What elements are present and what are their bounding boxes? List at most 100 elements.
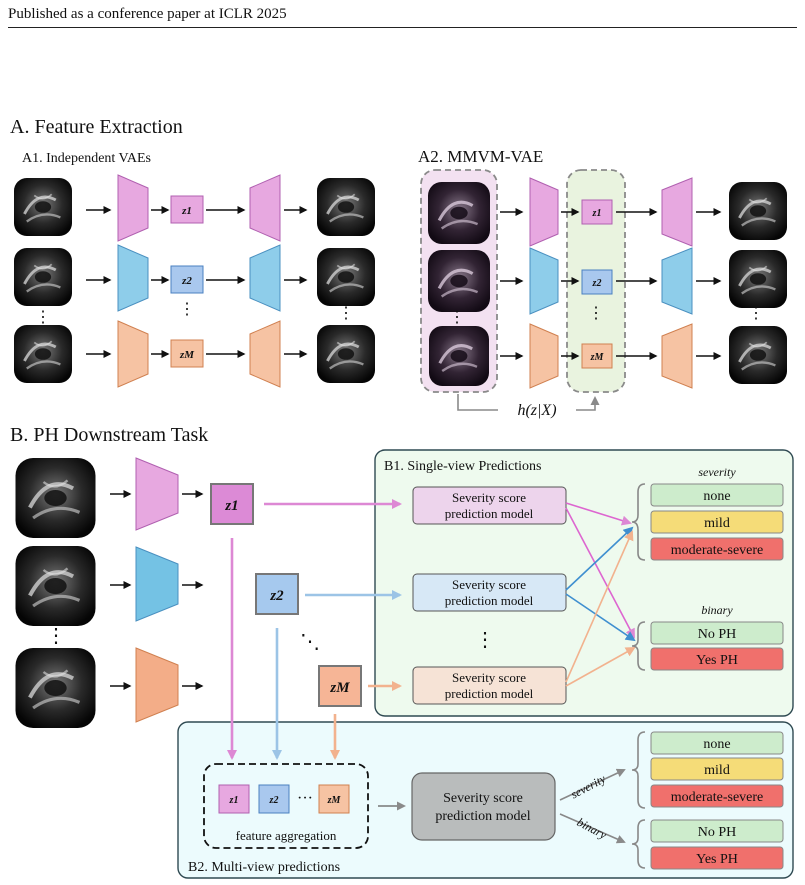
model-label-line2: prediction model xyxy=(435,809,530,824)
ellipsis: ··· xyxy=(297,790,313,807)
option-no-ph xyxy=(650,819,784,843)
model2-to-binary xyxy=(565,593,636,642)
model-label-line2: prediction model xyxy=(445,686,534,701)
option-yes-ph xyxy=(650,846,784,870)
encoder-trapezoid xyxy=(529,323,559,389)
model2-to-severity xyxy=(565,526,634,591)
latent-label: zM xyxy=(329,680,350,696)
model-label-line2: prediction model xyxy=(445,506,534,521)
option-moderate-severe-label: moderate-severe xyxy=(671,790,764,805)
ultrasound-image xyxy=(16,546,96,626)
model1-to-binary xyxy=(565,507,635,639)
a2-row-1: z1 xyxy=(426,177,789,247)
option-mild xyxy=(650,757,784,781)
model-label-line1: Severity score xyxy=(443,791,523,806)
option-none xyxy=(650,483,784,507)
aggregation-arrow xyxy=(576,396,600,411)
b1-model-m: Severity score prediction model xyxy=(412,666,567,705)
binary-heading: binary xyxy=(701,603,733,617)
ellipsis: ⋱ xyxy=(300,631,320,653)
severity-brace xyxy=(631,731,646,809)
decoder-trapezoid xyxy=(249,244,281,312)
model-box xyxy=(412,486,567,525)
latent-label: zM xyxy=(179,349,195,361)
decoder-trapezoid xyxy=(661,177,693,247)
option-moderate-severe xyxy=(650,784,784,808)
decoder-trapezoid xyxy=(661,323,693,389)
option-yes-ph xyxy=(650,647,784,671)
reconstructed-image xyxy=(315,178,377,236)
latent-box xyxy=(255,573,299,615)
latent-box xyxy=(170,195,204,224)
latent-label: z2 xyxy=(592,278,602,289)
reconstructed-image xyxy=(315,248,377,306)
page-header: Published as a conference paper at ICLR … xyxy=(0,0,805,30)
binary-brace xyxy=(631,621,646,671)
arrow-to-binary xyxy=(559,813,626,844)
reconstructed-image xyxy=(315,325,377,383)
ultrasound-image xyxy=(12,178,74,236)
arrow-to-severity xyxy=(559,768,626,801)
latent-label: z1 xyxy=(229,795,239,806)
a1-row-1: z1 xyxy=(12,174,377,242)
ellipsis: ⋮ xyxy=(338,305,354,322)
model-label-line1: Severity score xyxy=(452,490,526,505)
aggregation-label: h(z|X) xyxy=(517,402,556,419)
ultrasound-image xyxy=(426,182,492,244)
latent-label: z1 xyxy=(224,498,238,514)
encoder-trapezoid xyxy=(529,177,559,247)
option-mild-label: mild xyxy=(704,516,730,531)
a2-row-2: z2 xyxy=(426,247,789,315)
decoder-trapezoid xyxy=(661,247,693,315)
latent-label: z1 xyxy=(592,208,602,219)
ellipsis: ⋮ xyxy=(449,309,465,326)
reconstructed-image xyxy=(727,326,789,384)
option-none-label: none xyxy=(703,737,730,752)
latent-label: zM xyxy=(327,795,342,806)
multiview-model-box xyxy=(411,772,556,841)
b-row-m: zM xyxy=(16,647,362,728)
latent-label: z1 xyxy=(181,205,192,217)
severity-brace xyxy=(631,483,646,561)
model-label-line1: Severity score xyxy=(452,577,526,592)
aggregation-caption: feature aggregation xyxy=(236,828,337,843)
latent-label: zM xyxy=(590,352,605,363)
option-moderate-severe xyxy=(650,537,784,561)
section-a-title: A. Feature Extraction xyxy=(10,116,183,138)
model-label-line2: prediction model xyxy=(445,593,534,608)
latent-box xyxy=(581,199,613,225)
latent-box xyxy=(581,269,613,295)
b1-title: B1. Single-view Predictions xyxy=(384,459,542,474)
decoder-trapezoid xyxy=(249,174,281,242)
ellipsis: ⋮ xyxy=(748,305,764,322)
b-row-2: z2 xyxy=(16,546,299,626)
option-moderate-severe-label: moderate-severe xyxy=(671,543,764,558)
b-row-1: z1 xyxy=(16,457,254,538)
decoder-trapezoid xyxy=(249,320,281,388)
ellipsis: ⋮ xyxy=(588,305,604,322)
ultrasound-image xyxy=(12,248,74,306)
ultrasound-image xyxy=(12,325,74,383)
section-b-title: B. PH Downstream Task xyxy=(10,424,208,446)
b1-model-2: Severity score prediction model xyxy=(412,573,567,612)
latent-box xyxy=(318,665,362,707)
reconstructed-image xyxy=(727,250,789,308)
option-none xyxy=(650,731,784,755)
latent-box xyxy=(170,265,204,294)
latent-box xyxy=(170,339,204,368)
modelm-to-severity xyxy=(565,530,634,683)
binary-brace xyxy=(631,819,646,869)
encoder-trapezoid xyxy=(117,244,149,312)
model1-to-severity xyxy=(565,502,632,526)
encoder-trapezoid xyxy=(135,647,179,723)
encoder-trapezoid xyxy=(135,546,179,622)
model-box xyxy=(412,573,567,612)
option-mild-label: mild xyxy=(704,763,730,778)
a2-row-m: zM xyxy=(427,323,789,389)
ellipsis: ⋮ xyxy=(179,301,195,318)
ultrasound-image xyxy=(16,648,96,728)
option-yes-ph-label: Yes PH xyxy=(696,852,738,867)
latent-box xyxy=(581,343,613,369)
conference-header: Published as a conference paper at ICLR … xyxy=(8,6,287,22)
